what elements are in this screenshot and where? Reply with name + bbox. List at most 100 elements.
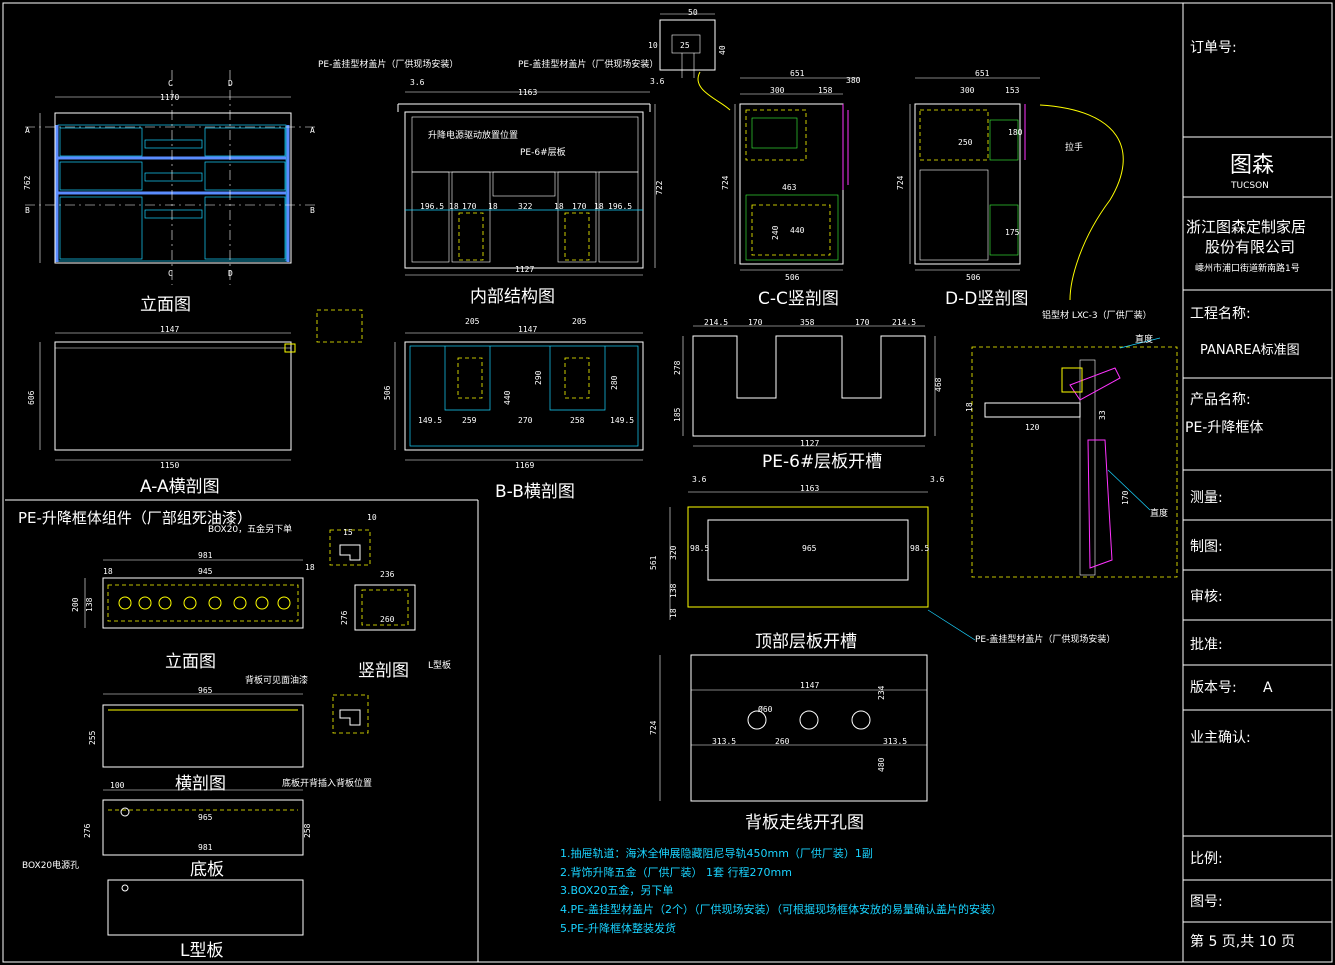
top-slot-title: 顶部层板开槽 — [755, 632, 857, 652]
profile-dim-170: 170 — [1121, 490, 1130, 505]
cc-title: C-C竖剖图 — [758, 289, 839, 309]
topslot-left-0: 320 — [669, 545, 678, 560]
bb-seg-5: 258 — [570, 416, 585, 425]
internal-seg-3: 18 — [488, 202, 498, 211]
general-notes: 1.抽屉轨道：海沐全伸展隐藏阻尼导轨450mm（厂供厂装）1副 2.背饰升降五金… — [560, 846, 1002, 935]
back-hole-label: Ø60 — [758, 704, 773, 714]
tb-product-label: 产品名称: — [1190, 392, 1251, 408]
section-c-bottom: C — [168, 269, 173, 278]
topslot-left-offset: 3.6 — [692, 475, 707, 484]
bb-seg-9: 290 — [534, 370, 543, 385]
tb-draw-label: 制图: — [1190, 539, 1223, 555]
asm-elev-title: 立面图 — [165, 652, 216, 672]
asm-elev-dim-4: 200 — [71, 597, 80, 612]
note-3: 3.BOX20五金，另下单 — [560, 883, 673, 897]
cc-inner-2: 380 — [846, 76, 861, 85]
internal-bottom-dim: 1127 — [515, 265, 534, 274]
slot-top-2: 358 — [800, 318, 815, 327]
internal-note-right: PE-盖挂型材盖片（厂供现场安装） — [518, 58, 658, 70]
section-c-top: C — [168, 79, 173, 88]
dd-height-dim: 724 — [896, 175, 905, 190]
cc-inner-0: 300 — [770, 86, 785, 95]
internal-seg-8: 196.5 — [608, 202, 632, 211]
tb-product-value: PE-升降框体 — [1185, 420, 1263, 436]
asm-vert-dim-1: 10 — [367, 513, 377, 522]
section-d-top: D — [228, 79, 233, 88]
bb-seg-3: 259 — [462, 416, 477, 425]
asm-note-lplate: L型板 — [428, 659, 451, 671]
profile-dim-120: 120 — [1025, 423, 1040, 432]
section-d-bottom: D — [228, 269, 233, 278]
tb-owner-label: 业主确认: — [1190, 730, 1251, 746]
slot-top-4: 214.5 — [892, 318, 916, 327]
bb-seg-4: 270 — [518, 416, 533, 425]
bb-bottom-dim: 1169 — [515, 461, 534, 470]
dd-inner-1: 153 — [1005, 86, 1020, 95]
dd-bottom-dim: 506 — [966, 273, 981, 282]
slot-bottom-dim: 1127 — [800, 439, 819, 448]
asm-bottom-dim-2: 981 — [198, 843, 213, 852]
topslot-left-2: 18 — [669, 608, 678, 618]
asm-vert-dim-0: 15 — [343, 528, 353, 537]
asm-elev-dim-2: 18 — [103, 567, 113, 576]
asm-bottom-dim-4: 258 — [303, 823, 312, 838]
elevation-title: 立面图 — [140, 295, 191, 315]
asm-vert-dim-4: 260 — [380, 615, 395, 624]
profile-dim-33: 33 — [1098, 410, 1107, 420]
dd-title: D-D竖剖图 — [945, 289, 1028, 309]
slot-top-1: 170 — [748, 318, 763, 327]
tb-version-label: 版本号: — [1190, 680, 1237, 696]
bb-seg-2: 149.5 — [418, 416, 442, 425]
slot-left-1: 185 — [673, 407, 682, 422]
dd-inner-2: 250 — [958, 138, 973, 147]
dd-note-handle: 拉手 — [1065, 141, 1083, 153]
cable-hole-3 — [851, 710, 871, 730]
internal-title: 内部结构图 — [470, 287, 555, 307]
back-height-dim: 724 — [649, 720, 658, 735]
detail-dim-36: 3.6 — [650, 77, 665, 86]
note-5: 5.PE-升降框体整装发货 — [560, 921, 676, 935]
asm-cross-title: 横剖图 — [175, 774, 226, 794]
dd-inner-4: 175 — [1005, 228, 1020, 237]
cc-height-dim: 724 — [721, 175, 730, 190]
note-2: 2.背饰升降五金（厂供厂装） 1套 行程270mm — [560, 865, 792, 879]
aa-depth-dim: 606 — [27, 390, 36, 405]
shelf-slot-title: PE-6#层板开槽 — [762, 452, 882, 472]
section-a-right: A — [310, 126, 315, 135]
tb-scale-label: 比例: — [1190, 851, 1223, 867]
tb-project-value: PANAREA标准图 — [1200, 343, 1300, 358]
dd-inner-0: 300 — [960, 86, 975, 95]
note-1: 1.抽屉轨道：海沐全伸展隐藏阻尼导轨450mm（厂供厂装）1副 — [560, 846, 873, 860]
tb-order-label: 订单号: — [1190, 40, 1237, 56]
internal-seg-2: 170 — [462, 202, 477, 211]
asm-vert-title: 竖剖图 — [358, 661, 409, 681]
aa-top-dim: 1147 — [160, 325, 179, 334]
top-detail: 50 25 10 40 3.6 — [648, 8, 731, 111]
back-right-dim: 234 — [877, 685, 886, 700]
asm-note-back: 背板可见面油漆 — [245, 674, 308, 686]
asm-bottom-title: 底板 — [190, 860, 224, 880]
assembly-title: PE-升降框体组件（厂部组死油漆） — [18, 509, 252, 527]
section-a-left: A — [25, 126, 30, 135]
bb-top-dim: 1147 — [518, 325, 537, 334]
bb-seg-6: 149.5 — [610, 416, 634, 425]
cc-bottom-dim: 506 — [785, 273, 800, 282]
asm-bottom-dim-0: 100 — [110, 781, 125, 790]
profile-note-bevel2: 直度 — [1150, 507, 1168, 519]
profile-note-top: 铝型材 LXC-3（厂供厂装） — [1042, 309, 1152, 321]
cc-inner-1: 158 — [818, 86, 833, 95]
dd-top-dim: 651 — [975, 69, 990, 78]
internal-offset-dim: 3.6 — [410, 78, 425, 87]
internal-structure-view: PE-盖挂型材盖片（厂供现场安装） PE-盖挂型材盖片（厂供现场安装） 升降电源… — [318, 58, 664, 307]
bb-seg-8: 280 — [610, 375, 619, 390]
cc-top-dim: 651 — [790, 69, 805, 78]
back-panel-view: 1147 313.5 260 313.5 724 480 234 Ø60 背板走… — [649, 654, 928, 833]
tb-version-value: A — [1263, 680, 1273, 696]
aa-bottom-dim: 1150 — [160, 461, 179, 470]
asm-note-box2: BOX20电源孔 — [22, 859, 79, 871]
tb-company-1: 浙江图森定制家居 — [1186, 218, 1306, 236]
internal-note-shelf: PE-6#层板 — [520, 146, 566, 158]
internal-top-dim: 1163 — [518, 88, 537, 97]
